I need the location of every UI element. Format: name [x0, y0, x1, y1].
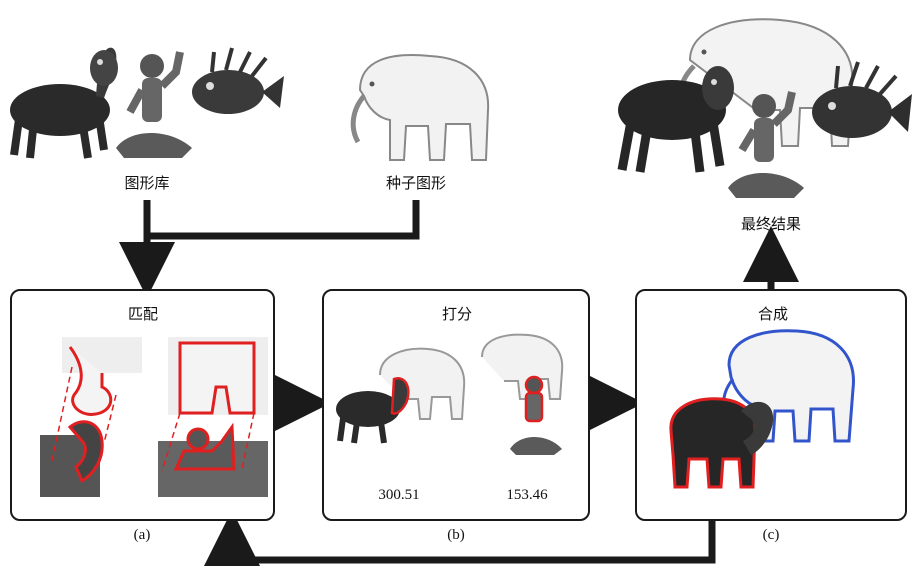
panel-score: 打分 300.51 153.46	[322, 289, 590, 521]
seated-man-icon	[116, 52, 192, 158]
panel-match: 匹配	[10, 289, 275, 521]
result-camel-icon	[618, 66, 734, 172]
panel-compose: 合成	[635, 289, 907, 521]
match-illustration	[12, 291, 273, 519]
caption-b: (b)	[447, 527, 465, 544]
compose-illustration	[637, 291, 905, 519]
result-label: 最终结果	[741, 213, 801, 234]
seed-label: 种子图形	[386, 172, 446, 193]
score-illustration	[324, 291, 588, 519]
score-left: 300.51	[378, 487, 419, 504]
seed-elephant-icon	[353, 55, 488, 160]
caption-a: (a)	[134, 527, 151, 544]
camel-icon	[10, 48, 118, 158]
library-label: 图形库	[124, 172, 169, 193]
fish-icon	[192, 48, 284, 114]
caption-c: (c)	[763, 527, 780, 544]
score-right: 153.46	[506, 487, 547, 504]
